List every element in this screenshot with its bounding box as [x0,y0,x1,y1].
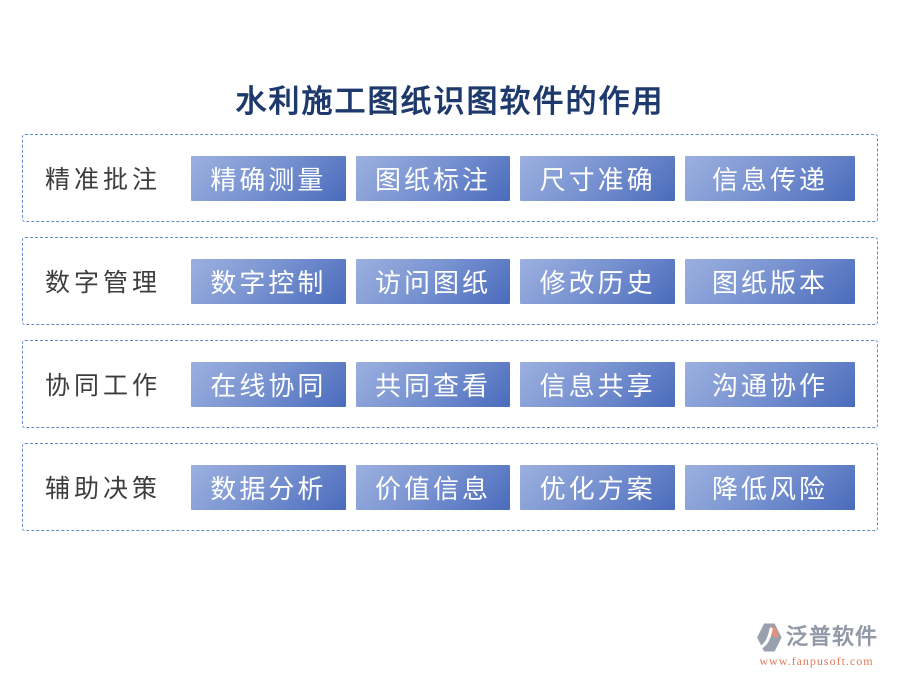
row-buttons: 数字控制 访问图纸 修改历史 图纸版本 [191,258,856,304]
feature-tag-button[interactable]: 信息传递 [684,155,856,201]
brand-watermark: 泛普软件 www.fanpusoft.com [755,622,878,668]
feature-tag-button[interactable]: 访问图纸 [355,258,511,304]
fanpu-logo-icon [755,622,783,653]
feature-tag-button[interactable]: 降低风险 [684,464,856,510]
brand-name: 泛普软件 [785,624,878,650]
feature-tag-button[interactable]: 信息共享 [520,361,675,407]
row-buttons: 数据分析 价值信息 优化方案 降低风险 [191,464,856,510]
feature-tag-button[interactable]: 价值信息 [355,464,511,510]
feature-tag-button[interactable]: 共同查看 [355,361,511,407]
feature-tag-button[interactable]: 图纸版本 [684,258,856,304]
brand-url: www.fanpusoft.com [759,653,874,668]
row-label: 协同工作 [45,373,162,400]
page-title: 水利施工图纸识图软件的作用 [235,84,665,119]
row-label: 精准批注 [45,167,162,194]
feature-row-annotation: 精准批注 精确测量 图纸标注 尺寸准确 信息传递 [22,134,878,222]
feature-row-digital: 数字管理 数字控制 访问图纸 修改历史 图纸版本 [22,237,878,325]
row-label: 辅助决策 [45,476,162,503]
feature-tag-button[interactable]: 数据分析 [191,464,346,510]
feature-tag-button[interactable]: 修改历史 [520,258,675,304]
feature-tag-button[interactable]: 数字控制 [191,258,346,304]
row-buttons: 在线协同 共同查看 信息共享 沟通协作 [191,361,856,407]
feature-row-collaboration: 协同工作 在线协同 共同查看 信息共享 沟通协作 [22,340,878,428]
row-label: 数字管理 [45,270,162,297]
feature-tag-button[interactable]: 精确测量 [191,155,346,201]
feature-row-decision: 辅助决策 数据分析 价值信息 优化方案 降低风险 [22,443,878,531]
feature-rows-container: 精准批注 精确测量 图纸标注 尺寸准确 信息传递 数字管理 数字控制 访问图纸 … [0,134,900,531]
feature-tag-button[interactable]: 在线协同 [191,361,346,407]
feature-tag-button[interactable]: 优化方案 [520,464,675,510]
feature-tag-button[interactable]: 图纸标注 [355,155,511,201]
feature-tag-button[interactable]: 尺寸准确 [520,155,675,201]
feature-tag-button[interactable]: 沟通协作 [684,361,856,407]
row-buttons: 精确测量 图纸标注 尺寸准确 信息传递 [191,155,856,201]
